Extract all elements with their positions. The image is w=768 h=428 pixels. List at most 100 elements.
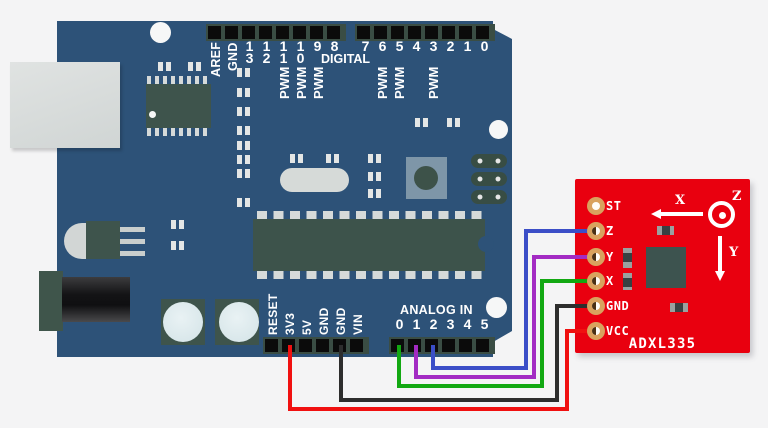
x-wire	[397, 279, 593, 388]
pin-number: 2	[446, 38, 455, 54]
smd-component	[670, 303, 688, 312]
mcu-notch	[478, 236, 494, 252]
pin-number: 7	[361, 38, 370, 54]
icsp-header	[471, 154, 507, 168]
smd-component	[623, 273, 632, 290]
x-pad-solder	[592, 277, 596, 285]
pin-number: 3	[446, 316, 455, 332]
smd-component	[447, 118, 460, 127]
pin-number: 9	[313, 38, 322, 54]
vcc-pad-solder	[592, 327, 596, 335]
smd-component	[237, 126, 250, 135]
header-pins	[357, 26, 493, 39]
pin-number: 5	[395, 38, 404, 54]
y-wire	[414, 255, 593, 379]
pin-number: 8	[330, 38, 339, 54]
smd-component	[623, 248, 632, 268]
digital-header-right	[355, 24, 495, 41]
z-pad-solder	[592, 227, 596, 235]
smd-component	[326, 154, 339, 163]
digital-section-label: DIGITAL	[321, 52, 371, 66]
vcc-pad-label: VCC	[606, 324, 630, 338]
capacitor	[219, 302, 259, 342]
usb-chip	[146, 84, 211, 128]
z-axis-indicator-dot	[718, 211, 726, 219]
smd-component	[188, 62, 201, 71]
pin-number: 11	[279, 38, 288, 66]
adxl335-sensor-chip	[646, 247, 686, 288]
pin-number: 1	[412, 316, 421, 332]
pin-number: 6	[378, 38, 387, 54]
st-pad-hole	[592, 202, 600, 210]
pin-number: 0	[480, 38, 489, 54]
pin-number: 13	[245, 38, 254, 66]
reset-button	[406, 157, 447, 199]
usb-chip-pins	[147, 76, 210, 84]
y-pad-label: Y	[606, 250, 614, 264]
smd-component	[368, 189, 381, 198]
pin-number: 3	[429, 38, 438, 54]
pin-number: 12	[262, 38, 271, 66]
regulator-leg	[120, 227, 145, 232]
digital-pin-numbers-left: 13 12 11 10 9 8	[243, 38, 341, 66]
z-pad-hole	[592, 227, 600, 235]
power-jack-collar	[39, 271, 63, 331]
smd-component	[237, 169, 250, 178]
vcc-wire	[288, 329, 593, 411]
smd-component	[237, 107, 250, 116]
mcu-pins	[257, 271, 484, 279]
z-axis-indicator-icon	[708, 201, 735, 228]
smd-component	[171, 241, 184, 250]
x-pad-hole	[592, 277, 600, 285]
voltage-regulator	[86, 221, 120, 259]
vcc-pad-hole	[592, 327, 600, 335]
capacitor	[163, 302, 203, 342]
pin-number: 4	[463, 316, 472, 332]
voltage-regulator-tab	[64, 223, 88, 259]
analog-pin-numbers: 0 1 2 3 4 5	[393, 316, 491, 332]
mounting-hole	[489, 120, 508, 139]
pin-number: 5	[480, 316, 489, 332]
digital-pin-numbers-right: 7 6 5 4 3 2 1 0	[359, 38, 491, 54]
st-pad-label: ST	[606, 199, 622, 213]
adxl335-title: ADXL335	[628, 336, 697, 352]
smd-component	[158, 62, 171, 71]
icsp-header	[471, 172, 507, 186]
y-axis-arrow-line	[718, 236, 722, 272]
reset-button-plunger	[414, 166, 438, 190]
pin-number: 1	[463, 38, 472, 54]
mounting-hole	[150, 22, 171, 43]
smd-component	[368, 154, 381, 163]
mcu-chip	[253, 219, 485, 271]
smd-component	[237, 88, 250, 97]
usb-chip-pins	[147, 128, 210, 136]
z-wire	[431, 229, 593, 370]
analog-section-label: ANALOG IN	[400, 303, 473, 317]
y-axis-arrow-icon	[715, 271, 725, 281]
usb-connector	[10, 62, 120, 148]
smd-component	[657, 226, 674, 235]
digital-header-left	[206, 24, 346, 41]
x-axis-arrow-icon	[651, 209, 661, 219]
gnd-pad-hole	[592, 302, 600, 310]
pin-number: 0	[395, 316, 404, 332]
gnd-pad-solder	[592, 302, 596, 310]
mounting-hole	[486, 297, 507, 318]
header-pins	[208, 26, 344, 39]
gnd-wire	[339, 304, 593, 402]
smd-component	[415, 118, 428, 127]
x-axis-arrow-line	[661, 212, 703, 216]
regulator-leg	[120, 251, 145, 256]
smd-component	[237, 141, 250, 150]
y-pad-hole	[592, 253, 600, 261]
smd-component	[237, 155, 250, 164]
regulator-leg	[120, 239, 145, 244]
pin-number: 4	[412, 38, 421, 54]
smd-component	[237, 68, 250, 77]
z-axis-label: Z	[732, 189, 742, 204]
x-axis-label: X	[675, 193, 686, 208]
power-jack	[62, 277, 130, 322]
